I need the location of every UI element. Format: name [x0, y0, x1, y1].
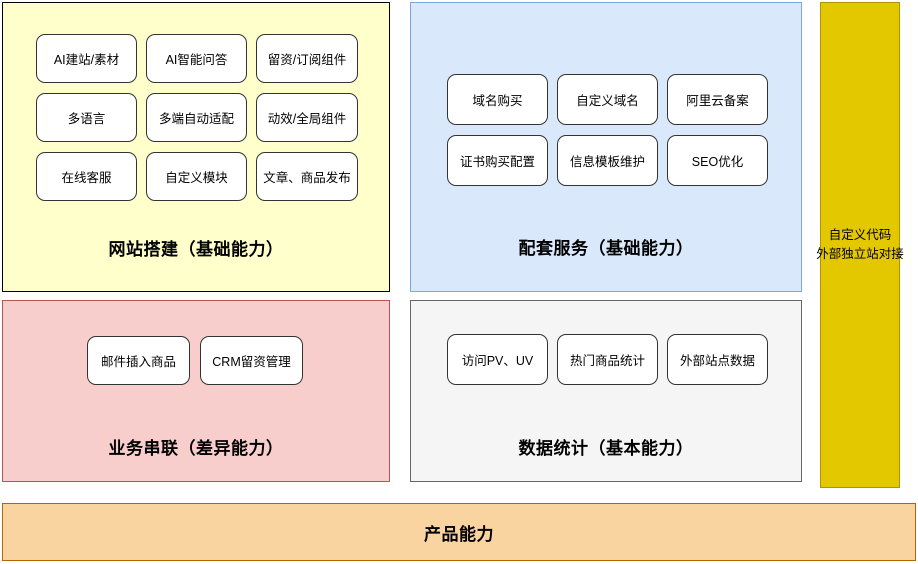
panel-custom-code: 自定义代码 外部独立站对接: [816, 2, 904, 488]
capability-card[interactable]: 留资/订阅组件: [256, 34, 358, 83]
panel-heading-website-building: 网站搭建（基础能力）: [108, 240, 284, 259]
card-grid-supporting-services: 域名购买 自定义域名 阿里云备案 证书购买配置 信息模板维护 SEO优化: [447, 74, 770, 186]
capability-card[interactable]: 动效/全局组件: [256, 93, 358, 142]
custom-code-line-2: 外部独立站对接: [816, 247, 904, 261]
panel-heading-supporting-services: 配套服务（基础能力）: [518, 239, 694, 258]
capability-card[interactable]: AI建站/素材: [36, 34, 137, 83]
panel-business-chaining: 邮件插入商品 CRM留资管理 业务串联（差异能力）: [2, 300, 390, 482]
capability-card[interactable]: 多端自动适配: [146, 93, 247, 142]
capability-card[interactable]: 证书购买配置: [447, 135, 548, 186]
card-grid-data-statistics: 访问PV、UV 热门商品统计 外部站点数据: [447, 334, 770, 385]
custom-code-line-1: 自定义代码: [828, 228, 892, 242]
capability-card[interactable]: CRM留资管理: [200, 336, 303, 385]
capability-card[interactable]: 邮件插入商品: [87, 336, 190, 385]
capability-card[interactable]: SEO优化: [667, 135, 768, 186]
capability-card[interactable]: 热门商品统计: [557, 334, 658, 385]
capability-card[interactable]: 信息模板维护: [557, 135, 658, 186]
card-grid-business-chaining: 邮件插入商品 CRM留资管理: [87, 336, 308, 385]
capability-card[interactable]: 文章、商品发布: [256, 152, 358, 201]
custom-code-text-block: 自定义代码 外部独立站对接: [816, 226, 904, 264]
bar-product-capability-label: 产品能力: [424, 524, 494, 544]
panel-heading-data-statistics: 数据统计（基本能力）: [518, 439, 694, 458]
panel-website-building: AI建站/素材 AI智能问答 留资/订阅组件 多语言 多端自动适配 动效/全局组…: [2, 2, 390, 292]
capability-card[interactable]: 外部站点数据: [667, 334, 768, 385]
card-grid-website-building: AI建站/素材 AI智能问答 留资/订阅组件 多语言 多端自动适配 动效/全局组…: [36, 34, 358, 201]
capability-card[interactable]: 域名购买: [447, 74, 548, 125]
capability-card[interactable]: 自定义域名: [557, 74, 658, 125]
bar-product-capability: 产品能力: [2, 503, 916, 561]
capability-card[interactable]: 访问PV、UV: [447, 334, 548, 385]
capability-card[interactable]: 阿里云备案: [667, 74, 768, 125]
capability-card[interactable]: 自定义模块: [146, 152, 247, 201]
capability-card[interactable]: 在线客服: [36, 152, 137, 201]
panel-data-statistics: 访问PV、UV 热门商品统计 外部站点数据 数据统计（基本能力）: [410, 300, 802, 482]
capability-card[interactable]: 多语言: [36, 93, 137, 142]
panel-heading-business-chaining: 业务串联（差异能力）: [108, 439, 284, 458]
capability-card[interactable]: AI智能问答: [146, 34, 247, 83]
panel-supporting-services: 域名购买 自定义域名 阿里云备案 证书购买配置 信息模板维护 SEO优化 配套服…: [410, 2, 802, 292]
